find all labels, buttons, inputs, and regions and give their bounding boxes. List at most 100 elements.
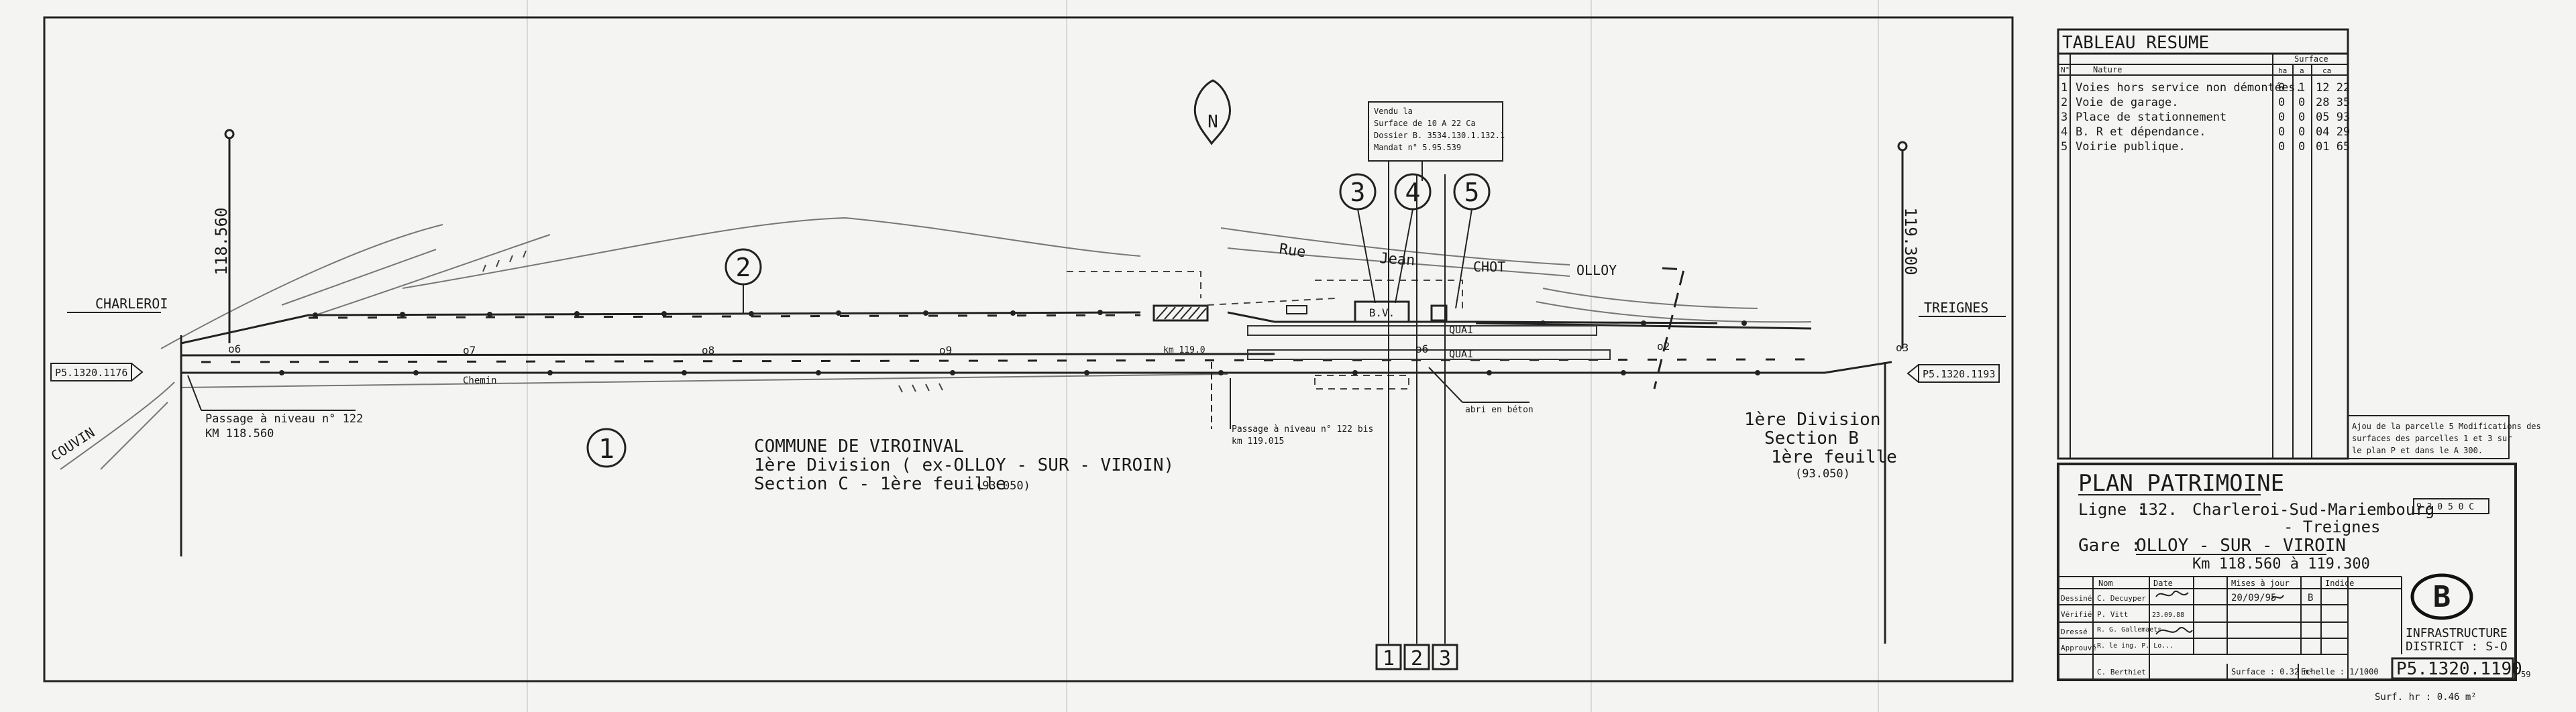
svg-text:N: N	[1208, 112, 1218, 132]
commune-title: COMMUNE DE VIROINVAL	[754, 436, 964, 457]
row-ca: 04 29	[2316, 125, 2350, 139]
person: R. le ing. P. Lo...	[2097, 642, 2174, 650]
parcel-number: 4	[1405, 178, 1421, 207]
street-olloy: OLLOY	[1576, 262, 1617, 278]
hatched-building	[1152, 304, 1209, 322]
col-unit: ca	[2322, 66, 2331, 75]
division-right-3: 1ère feuille	[1771, 447, 1897, 467]
row-ca: 05 93	[2316, 111, 2350, 124]
scale-value: Echelle : 1/1000	[2301, 667, 2379, 676]
commune-section: Section C - 1ère feuille	[754, 474, 1006, 494]
quai-bottom	[1247, 349, 1611, 360]
modification-note: Ajou de la parcelle 5 Modifications des	[2352, 422, 2541, 431]
ps-right-ref: P5.1320.1193	[1923, 368, 1995, 380]
row-ha: 0	[2278, 140, 2285, 154]
km-mark: o3	[1896, 341, 1909, 354]
person: C. Berthiet	[2097, 668, 2146, 676]
row-a: 0	[2298, 96, 2305, 109]
modification-note: surfaces des parcelles 1 et 3 sur	[2352, 434, 2512, 443]
level-crossing-122bis: Passage à niveau n° 122 bis	[1232, 424, 1373, 434]
row-a: 0	[2298, 111, 2305, 124]
row-no: 2	[2061, 96, 2068, 109]
row-nature: Place de stationnement	[2076, 111, 2226, 124]
district-label: DISTRICT : S-O	[2406, 640, 2508, 654]
sign-date: 23.09.88	[2152, 611, 2184, 619]
infrastructure-label: INFRASTRUCTURE	[2406, 626, 2508, 640]
parcel-box-2	[1403, 644, 1430, 670]
division-right-1: 1ère Division	[1744, 410, 1881, 430]
row-no: 4	[2061, 125, 2068, 139]
station-building-bv	[1354, 300, 1410, 323]
row-no: 1	[2061, 81, 2068, 95]
role: Approuvé	[2061, 644, 2096, 652]
street-jean: Jean	[1379, 250, 1416, 270]
row-nature: Voirie publique.	[2076, 140, 2186, 154]
parcel-box-number: 3	[1439, 647, 1451, 670]
head-mise: Mises à jour	[2231, 579, 2290, 588]
summary-title: TABLEAU RESUME	[2062, 33, 2209, 53]
title-block	[2057, 463, 2517, 681]
km-mark: o6	[1415, 343, 1428, 355]
km-range: Km 118.560 à 119.300	[2192, 556, 2370, 573]
gare-name: OLLOY - SUR - VIROIN	[2136, 536, 2346, 556]
parcel-number: 5	[1464, 178, 1480, 207]
km-left-label: 118.560	[212, 207, 231, 275]
sold-note-line: Surface de 10 A 22 Ca	[1374, 119, 1476, 128]
col-nature: Nature	[2093, 65, 2122, 74]
km-mark: o7	[463, 344, 476, 357]
sheet-number: 59	[2521, 670, 2530, 679]
parcel-number: 2	[736, 253, 751, 282]
quai-bottom-label: QUAI	[1449, 348, 1473, 360]
level-crossing-122-km: KM 118.560	[205, 427, 274, 440]
km-mark: o9	[939, 344, 952, 357]
chemin-label: Chemin	[463, 375, 497, 386]
person: C. Decuyper	[2097, 594, 2146, 603]
north-arrow-icon: N	[1193, 79, 1231, 145]
level-crossing-122: Passage à niveau n° 122	[205, 412, 363, 426]
commune-division: 1ère Division ( ex-OLLOY - SUR - VIROIN)	[754, 455, 1174, 475]
quai-top-label: QUAI	[1449, 324, 1473, 336]
summary-rows: 1 Voies hors service non démontées. 0 1 …	[2061, 81, 2350, 154]
sncb-logo: B	[2410, 573, 2473, 620]
row-a: 0	[2298, 125, 2305, 139]
km-mark: o6	[228, 343, 241, 355]
row-ca: 01 65	[2316, 140, 2350, 154]
signature-scribble	[2155, 591, 2284, 635]
quai-top	[1247, 325, 1597, 336]
row-ca: 12 22	[2316, 81, 2350, 95]
level-crossing-122bis-km: km 119.015	[1232, 436, 1284, 447]
role: Vérifié	[2061, 610, 2092, 619]
parcel-box-number: 2	[1411, 647, 1423, 670]
col-unit: a	[2300, 66, 2304, 75]
surface-footer: Surf. hr : 0.46 m²	[2375, 692, 2477, 703]
parcel-box-number: 1	[1383, 647, 1395, 670]
division-right-4: (93.050)	[1795, 467, 1850, 481]
parcel-box-1	[1375, 644, 1402, 670]
logo-letter: B	[2433, 580, 2451, 614]
km-mark: o2	[1657, 340, 1670, 353]
division-right-2: Section B	[1764, 428, 1859, 449]
small-ref: 9 3 0 5 0 C	[2416, 502, 2474, 512]
street-chot: CHOT	[1473, 259, 1505, 275]
street-rue: Rue	[1278, 241, 1307, 261]
ligne-name-2: - Treignes	[2284, 518, 2381, 536]
sold-note-line: Dossier B. 3534.130.1.132.1	[1374, 131, 1505, 140]
bv-label: B.V.	[1369, 306, 1395, 319]
row-nature: Voie de garage.	[2076, 96, 2179, 109]
update-indice: B	[2308, 593, 2313, 603]
role: Dressé	[2061, 628, 2088, 636]
km-119-label: km 119.0	[1163, 345, 1205, 355]
drawing-number: P5.1320.1190	[2396, 659, 2522, 679]
row-ca: 28 35	[2316, 96, 2350, 109]
direction-charleroi: CHARLEROI	[95, 296, 168, 312]
parcel-box-3	[1432, 644, 1458, 670]
row-nature: B. R et dépendance.	[2076, 125, 2206, 139]
parcel-circle-1	[586, 428, 627, 468]
row-nature: Voies hors service non démontées.	[2076, 81, 2302, 95]
surface-value: Surface : 0.32 m²	[2231, 667, 2314, 676]
row-a: 1	[2298, 81, 2305, 95]
ps-left-ref: P5.1320.1176	[55, 367, 127, 379]
person: R. G. Gallemaets	[2097, 626, 2161, 634]
role: Dessiné	[2061, 594, 2092, 603]
